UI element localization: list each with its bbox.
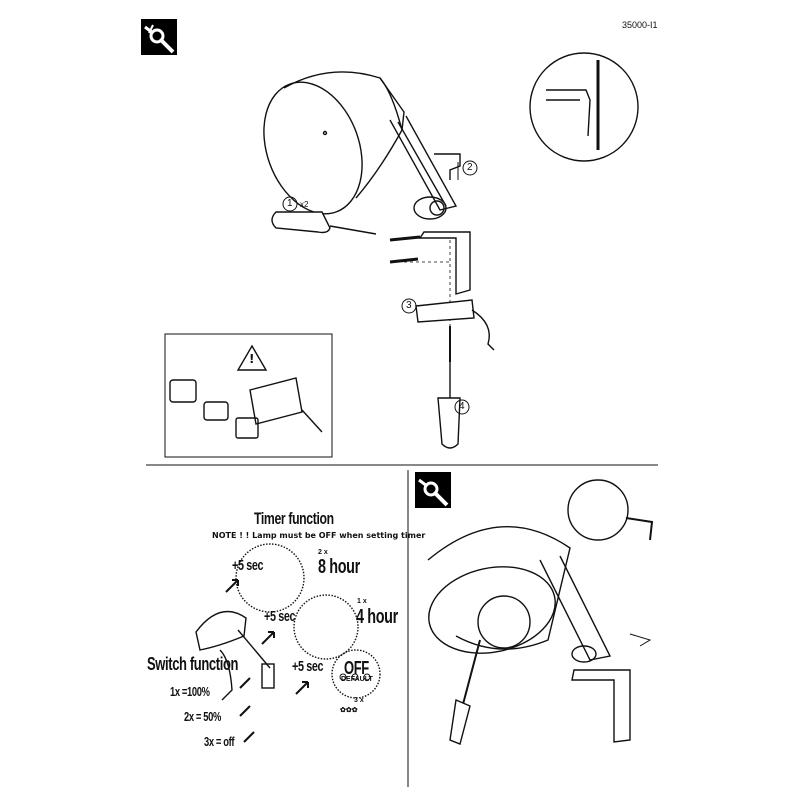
step-2-label: 2	[467, 162, 473, 173]
bulb-icons: ✿✿✿	[340, 707, 358, 714]
timer-note: NOTE ! ! Lamp must be OFF when setting t…	[212, 531, 426, 540]
step-1-multiplier: x2	[300, 200, 309, 209]
wrench-icon	[418, 478, 449, 507]
press-1x-label: 1 x	[357, 598, 367, 605]
switch-level-3: 3x = off	[204, 734, 235, 749]
wrench-icon	[144, 24, 175, 54]
step-1-label: 1	[287, 198, 293, 209]
timer-function-title: Timer function	[254, 509, 334, 528]
timer-8-hour: 8 hour	[318, 556, 360, 578]
switch-level-1: 1x =100%	[170, 684, 210, 699]
plus-5-sec-2: +5 sec	[264, 608, 296, 625]
tool-badge-top	[141, 19, 177, 55]
step-3-label: 3	[406, 300, 412, 311]
warning-icon: !	[249, 352, 255, 366]
timer-off: OFF	[344, 658, 369, 678]
document-code: 35000-I1	[622, 20, 658, 30]
step-4-label: 4	[459, 401, 465, 412]
timer-default: DEFAULT	[341, 676, 373, 683]
tool-badge-bottom	[415, 472, 451, 508]
switch-function-title: Switch function	[147, 654, 239, 674]
press-3x-label: 3 x	[354, 697, 364, 704]
plus-5-sec-3: +5 sec	[292, 658, 324, 675]
switch-level-2: 2x = 50%	[184, 709, 221, 724]
timer-4-hour: 4 hour	[356, 606, 398, 628]
plus-5-sec-1: +5 sec	[232, 557, 264, 574]
press-2x-label: 2 x	[318, 549, 328, 556]
